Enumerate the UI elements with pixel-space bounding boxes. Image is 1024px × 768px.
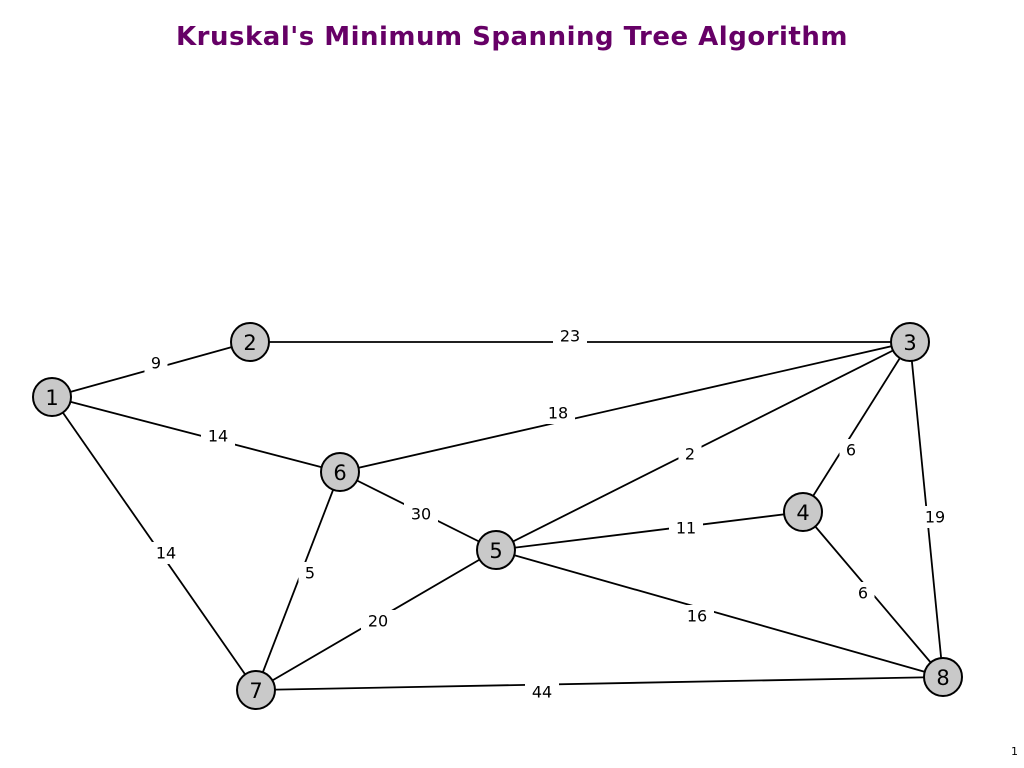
edge-weight-label-bg bbox=[918, 506, 952, 528]
graph-node-8 bbox=[923, 657, 963, 697]
edge-weight-label-bg bbox=[298, 562, 322, 584]
node-label-3: 3 bbox=[903, 331, 916, 355]
edge-weight-label-bg bbox=[541, 402, 575, 424]
edge-weight-label-bg bbox=[553, 325, 587, 347]
graph-edge-1-6 bbox=[51, 396, 341, 473]
edge-weight-label: 6 bbox=[846, 441, 856, 460]
graph-node-1 bbox=[32, 377, 72, 417]
edge-weight-label-bg bbox=[201, 425, 235, 447]
edge-weight-label: 20 bbox=[368, 612, 388, 631]
edge-weight-label: 14 bbox=[208, 427, 228, 446]
edge-weight-label-bg bbox=[361, 610, 395, 632]
graph-edge-6-3 bbox=[339, 341, 911, 473]
edge-weight-label-bg bbox=[149, 542, 183, 564]
edge-weight-label-bg bbox=[669, 517, 703, 539]
graph-node-7 bbox=[236, 670, 276, 710]
edge-weight-label-bg bbox=[144, 352, 168, 374]
node-label-6: 6 bbox=[333, 461, 346, 485]
edge-weight-label-bg bbox=[851, 582, 875, 604]
edge-weight-label-bg bbox=[404, 503, 438, 525]
graph-node-2 bbox=[230, 322, 270, 362]
graph-edge-5-3 bbox=[495, 341, 911, 551]
graph-edge-6-7 bbox=[255, 471, 341, 691]
edge-weight-label-bg bbox=[678, 443, 702, 465]
graph-node-3 bbox=[890, 322, 930, 362]
graph-node-4 bbox=[783, 492, 823, 532]
node-label-5: 5 bbox=[489, 539, 502, 563]
graph-edge-5-4 bbox=[495, 511, 804, 551]
slide-title: Kruskal's Minimum Spanning Tree Algorith… bbox=[176, 22, 848, 52]
edge-weight-label: 23 bbox=[560, 327, 580, 346]
edge-weight-label-bg bbox=[525, 681, 559, 703]
node-label-1: 1 bbox=[45, 386, 58, 410]
graph-node-5 bbox=[476, 530, 516, 570]
edge-weight-label-bg bbox=[839, 439, 863, 461]
edge-weight-label: 44 bbox=[532, 683, 552, 702]
edge-weight-label: 30 bbox=[411, 505, 431, 524]
edge-weight-label: 2 bbox=[685, 445, 695, 464]
edge-weight-label-bg bbox=[680, 605, 714, 627]
node-label-4: 4 bbox=[796, 501, 809, 525]
node-label-8: 8 bbox=[936, 666, 949, 690]
edge-weight-label: 6 bbox=[858, 584, 868, 603]
edge-weight-label: 14 bbox=[156, 544, 176, 563]
edge-weight-label: 16 bbox=[687, 607, 707, 626]
edge-weight-label: 9 bbox=[151, 354, 161, 373]
edge-weight-label: 18 bbox=[548, 404, 568, 423]
node-label-2: 2 bbox=[243, 331, 256, 355]
graph-node-6 bbox=[320, 452, 360, 492]
node-label-7: 7 bbox=[249, 679, 262, 703]
edge-weight-label: 11 bbox=[676, 519, 696, 538]
edge-weight-label: 19 bbox=[925, 508, 945, 527]
page-number: 1 bbox=[1011, 745, 1018, 758]
edge-weight-label: 5 bbox=[305, 564, 315, 583]
graph-edge-7-8 bbox=[255, 676, 944, 691]
graph-edge-3-4 bbox=[802, 341, 911, 513]
graph-edge-5-8 bbox=[495, 549, 944, 678]
